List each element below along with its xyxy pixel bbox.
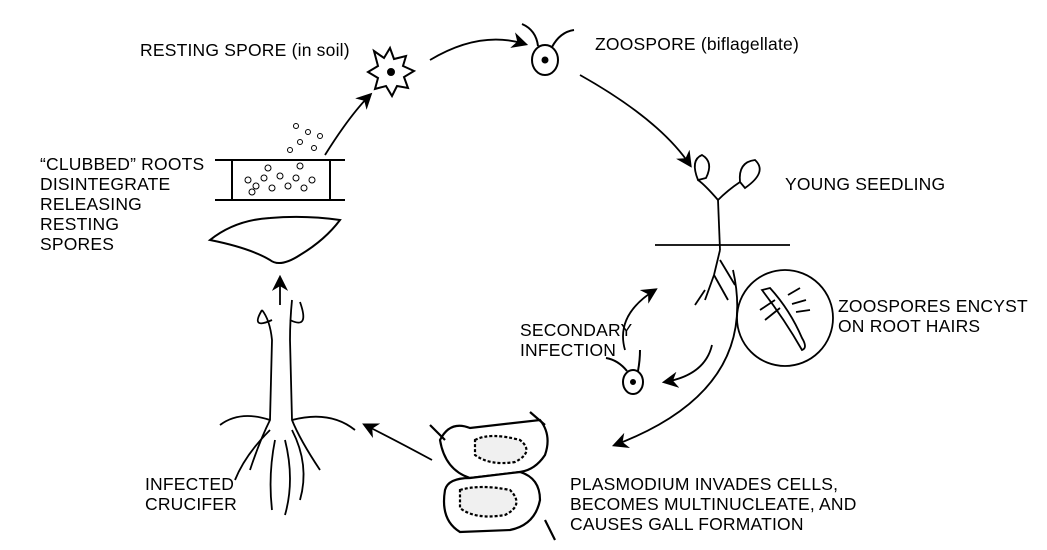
label-clubbed-roots-line1: “CLUBBED” ROOTS xyxy=(40,154,204,174)
arrow-resting-to-zoospore xyxy=(430,40,525,60)
label-zoospores-encyst: ZOOSPORES ENCYST ON ROOT HAIRS xyxy=(838,296,1028,336)
infected-crucifer-icon xyxy=(220,300,355,515)
label-infected-crucifer: INFECTED CRUCIFER xyxy=(145,474,237,514)
label-secondary-infection-line1: SECONDARY xyxy=(520,320,632,340)
label-clubbed-roots-line3: RELEASING xyxy=(40,194,204,214)
arrow-zoospore-to-seedling xyxy=(580,75,690,165)
label-secondary-infection: SECONDARY INFECTION xyxy=(520,320,632,360)
label-clubbed-roots-line2: DISINTEGRATE xyxy=(40,174,204,194)
label-secondary-infection-line2: INFECTION xyxy=(520,340,632,360)
label-young-seedling: YOUNG SEEDLING xyxy=(785,174,945,194)
resting-spore-icon xyxy=(368,48,414,96)
label-clubbed-roots: “CLUBBED” ROOTS DISINTEGRATE RELEASING R… xyxy=(40,154,204,254)
zoospore-icon xyxy=(522,24,574,75)
plasmodium-cells-icon xyxy=(430,412,555,540)
label-zoospores-encyst-line2: ON ROOT HAIRS xyxy=(838,316,1028,336)
label-infected-crucifer-line2: CRUCIFER xyxy=(145,494,237,514)
label-plasmodium-line3: CAUSES GALL FORMATION xyxy=(570,514,857,534)
arrow-secondary-down xyxy=(665,345,712,382)
arrow-clubbed-to-resting xyxy=(325,95,370,155)
label-infected-crucifer-line1: INFECTED xyxy=(145,474,237,494)
arrow-plasmodium-to-crucifer xyxy=(365,425,432,460)
label-zoospores-encyst-line1: ZOOSPORES ENCYST xyxy=(838,296,1028,316)
label-zoospore: ZOOSPORE (biflagellate) xyxy=(595,34,799,54)
arrow-seedling-to-plasmodium xyxy=(615,270,737,445)
label-plasmodium: PLASMODIUM INVADES CELLS, BECOMES MULTIN… xyxy=(570,474,857,534)
label-plasmodium-line2: BECOMES MULTINUCLEATE, AND xyxy=(570,494,857,514)
label-clubbed-roots-line4: RESTING xyxy=(40,214,204,234)
label-resting-spore: RESTING SPORE (in soil) xyxy=(140,40,350,60)
zoospores-encyst-icon xyxy=(737,270,833,366)
label-plasmodium-line1: PLASMODIUM INVADES CELLS, xyxy=(570,474,857,494)
label-clubbed-roots-line5: SPORES xyxy=(40,234,204,254)
